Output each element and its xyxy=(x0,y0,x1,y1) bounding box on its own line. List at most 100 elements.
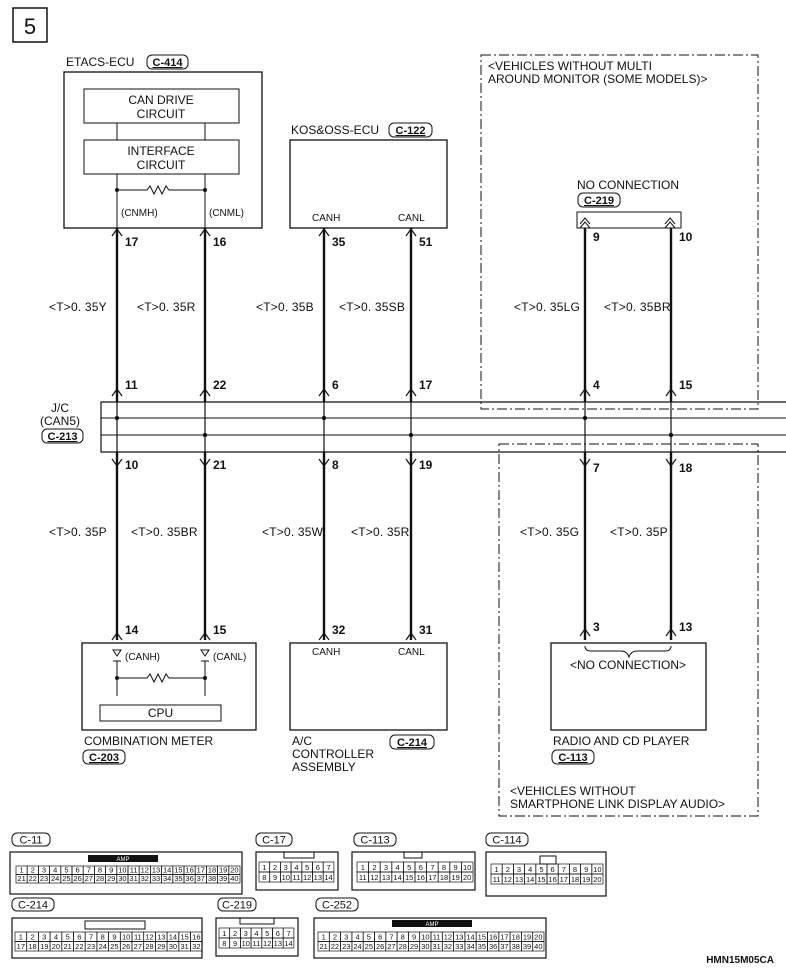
pin-number: 18 xyxy=(208,866,216,875)
kos-title: KOS&OSS-ECU xyxy=(291,123,379,137)
pin-number: 4 xyxy=(528,865,532,874)
pin-jc-top-3: 6 xyxy=(332,378,339,392)
pin-number: 17 xyxy=(560,875,568,884)
nc-pin-9-icon xyxy=(579,217,591,229)
pin-radio-h: 3 xyxy=(593,620,600,634)
pin-number: 31 xyxy=(180,942,188,951)
connector-id-frame xyxy=(315,897,359,912)
etacs-title: ETACS-ECU xyxy=(66,55,134,69)
pin-jc-top-2: 22 xyxy=(213,378,227,392)
pin-number: 11 xyxy=(293,873,301,882)
connector-housing xyxy=(313,917,547,959)
pin-number: 24 xyxy=(353,942,361,951)
pin-cell xyxy=(532,941,545,952)
kos-connector-id: C-122 xyxy=(396,125,426,137)
ac-canh-label: CANH xyxy=(312,647,340,658)
pin-number: 13 xyxy=(157,933,165,942)
pin-number: 2 xyxy=(333,933,337,942)
connector-latch xyxy=(539,855,557,865)
pin-number: 6 xyxy=(378,933,382,942)
pin-number: 7 xyxy=(89,933,93,942)
pin-number: 30 xyxy=(118,874,126,883)
pin-number: 6 xyxy=(316,863,320,872)
pin-number: 5 xyxy=(367,933,371,942)
no-connection-top-connector-id: C-219 xyxy=(584,195,614,207)
pin-number: 18 xyxy=(440,873,448,882)
pin-etacs-l: 16 xyxy=(213,235,227,249)
connector-housing xyxy=(9,851,243,895)
pin-number: 13 xyxy=(152,866,160,875)
multi-monitor-note-2: AROUND MONITOR (SOME MODELS)> xyxy=(488,72,707,86)
wire-label-bot-6: <T>0. 35P xyxy=(610,525,668,539)
pin-number: 23 xyxy=(342,942,350,951)
wire-label-bot-2: <T>0. 35BR xyxy=(131,525,198,539)
pin-number: 23 xyxy=(40,874,48,883)
connector-id: C-252 xyxy=(322,900,352,912)
pin-number: 38 xyxy=(208,874,216,883)
no-connection-connector-box xyxy=(576,211,682,229)
pin-number: 28 xyxy=(96,874,104,883)
pin-number: 21 xyxy=(63,942,71,951)
pin-number: 11 xyxy=(253,939,261,948)
pin-number: 18 xyxy=(512,933,520,942)
pin-number: 13 xyxy=(314,873,322,882)
pin-number: 36 xyxy=(185,874,193,883)
pin-number: 22 xyxy=(29,874,37,883)
pin-number: 12 xyxy=(444,933,452,942)
pin-number: 19 xyxy=(219,866,227,875)
wire-label-top-2: <T>0. 35R xyxy=(137,300,196,314)
pin-number: 26 xyxy=(122,942,130,951)
can-drive-label-2: CIRCUIT xyxy=(137,107,186,121)
pin-number: 2 xyxy=(273,863,277,872)
page-number: 5 xyxy=(24,14,36,39)
interface-label-1: INTERFACE xyxy=(127,144,194,158)
combination-meter-box xyxy=(81,642,257,731)
wire-label-bot-4: <T>0. 35R xyxy=(351,525,410,539)
pin-number: 11 xyxy=(493,875,501,884)
pin-number: 8 xyxy=(222,939,226,948)
pin-combo-h: 14 xyxy=(125,623,139,637)
pin-number: 26 xyxy=(73,874,81,883)
pin-number: 11 xyxy=(130,866,138,875)
pin-number: 29 xyxy=(107,874,115,883)
pin-number: 2 xyxy=(30,933,34,942)
pin-number: 16 xyxy=(185,866,193,875)
pin-combo-l: 15 xyxy=(213,623,227,637)
pin-jc-top-5: 4 xyxy=(593,378,600,392)
pin-cell xyxy=(282,937,295,949)
page-number-box xyxy=(12,7,48,43)
pin-number: 37 xyxy=(500,942,508,951)
pin-number: 6 xyxy=(551,865,555,874)
pin-number: 9 xyxy=(584,865,588,874)
pin-number: 16 xyxy=(489,933,497,942)
wire-label-bot-1: <T>0. 35P xyxy=(49,525,107,539)
termination-resistor-icon xyxy=(117,184,205,196)
pin-number: 8 xyxy=(98,866,102,875)
pin-number: 39 xyxy=(219,874,227,883)
pin-number: 1 xyxy=(222,929,226,938)
pin-number: 31 xyxy=(432,942,440,951)
pin-number: 12 xyxy=(370,873,378,882)
pin-number: 18 xyxy=(28,942,36,951)
pin-number: 8 xyxy=(401,933,405,942)
pin-number: 25 xyxy=(62,874,70,883)
pin-number: 7 xyxy=(286,929,290,938)
radio-box xyxy=(550,642,707,731)
pin-cell xyxy=(591,873,604,885)
pin-number: 29 xyxy=(410,942,418,951)
pin-number: 24 xyxy=(99,942,107,951)
pin-number: 7 xyxy=(326,863,330,872)
pin-number: 26 xyxy=(376,942,384,951)
pin-number: 10 xyxy=(463,863,471,872)
pin-number: 16 xyxy=(548,875,556,884)
pin-number: 14 xyxy=(393,873,401,882)
pin-number: 12 xyxy=(141,866,149,875)
pin-number: 15 xyxy=(405,873,413,882)
no-connection-top-label: NO CONNECTION xyxy=(577,178,679,192)
cpu-box xyxy=(99,704,222,722)
diode-icon-h xyxy=(112,649,122,671)
pin-number: 36 xyxy=(489,942,497,951)
connector-id: C-17 xyxy=(262,835,286,847)
pin-kos-l: 51 xyxy=(419,235,433,249)
